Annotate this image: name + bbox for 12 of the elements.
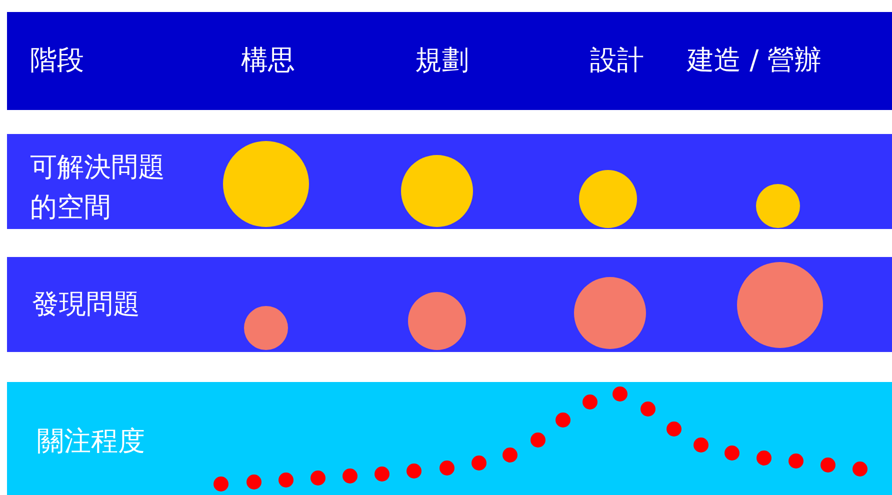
row-label: 發現問題 xyxy=(32,288,140,322)
column-header: 構思 xyxy=(241,44,295,78)
column-header: 設計 xyxy=(590,44,644,78)
column-header: 規劃 xyxy=(415,44,469,78)
header-label: 階段 xyxy=(30,44,84,78)
row-band xyxy=(7,382,892,495)
row-label: 關注程度 xyxy=(37,425,145,459)
row-band xyxy=(7,257,892,352)
row-band xyxy=(7,134,892,229)
row-label: 可解決問題的空間 xyxy=(30,151,166,225)
column-header: 建造 / 營辦 xyxy=(687,44,822,78)
header-band xyxy=(7,12,892,110)
